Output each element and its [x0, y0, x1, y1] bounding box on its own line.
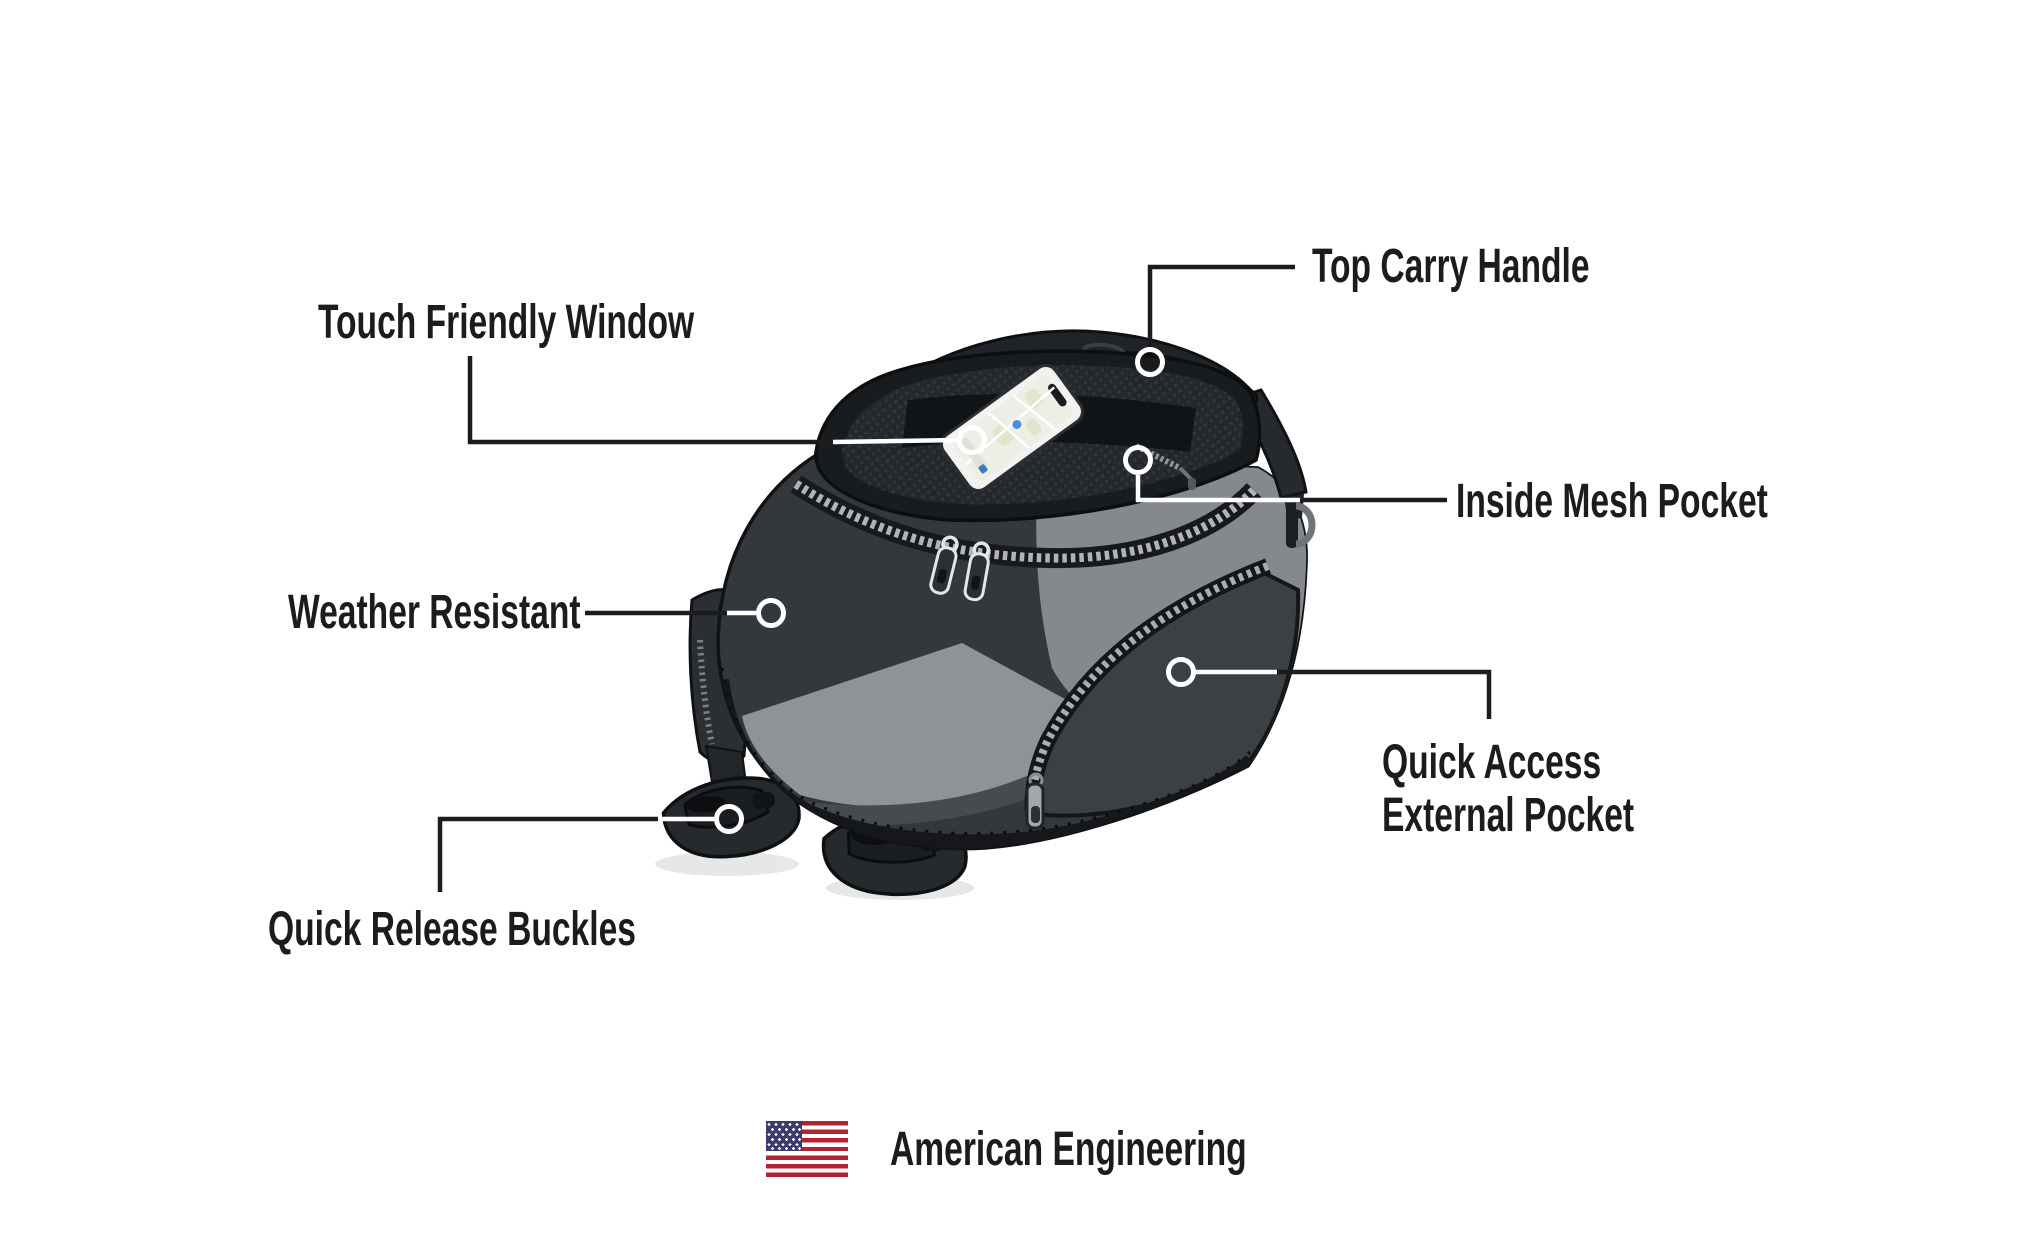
label-text: Weather Resistant — [288, 586, 581, 639]
label-weather-resistant: Weather Resistant — [288, 587, 581, 639]
main-zipper-teeth — [793, 480, 1258, 563]
callout-line-top-carry-handle — [1147, 264, 1295, 349]
label-quick-release-buckles: Quick Release Buckles — [268, 904, 636, 956]
callout-point-top-carry-handle — [1135, 347, 1165, 377]
label-top-carry-handle: Top Carry Handle — [1312, 241, 1590, 293]
callout-line-quick-access — [1277, 669, 1492, 719]
label-text: Quick Release Buckles — [268, 903, 636, 956]
label-text: Inside Mesh Pocket — [1456, 475, 1768, 528]
zipper-pull-left — [929, 535, 959, 595]
callout-point-buckles — [714, 804, 744, 834]
bag-bottom-highlight — [742, 643, 1078, 808]
buckle-shadow — [655, 852, 799, 876]
pocket-zipper-teeth — [1028, 562, 1270, 819]
callout-point-quick-access — [1166, 657, 1196, 687]
label-text: Touch Friendly Window — [318, 296, 695, 349]
label-text: Top Carry Handle — [1312, 240, 1590, 293]
callout-lines-white — [658, 437, 1300, 822]
label-touch-friendly-window: Touch Friendly Window — [318, 297, 694, 349]
callout-circles — [714, 347, 1196, 834]
callout-line-buckles — [437, 816, 658, 892]
bottom-stitching — [720, 667, 1252, 835]
d-ring — [1286, 502, 1316, 548]
label-quick-access-external-pocket: Quick Access External Pocket — [1382, 736, 1634, 842]
pocket-zipper-pull — [1025, 772, 1045, 830]
zipper-pull-right — [963, 541, 991, 602]
callout-point-inside-mesh — [1123, 445, 1153, 475]
footer-caption-text: American Engineering — [890, 1123, 1247, 1176]
callout-point-touch-window — [957, 425, 987, 455]
callout-lines — [437, 264, 1492, 892]
footer-caption: American Engineering — [890, 1124, 1247, 1176]
callout-line-touch-window — [467, 356, 833, 445]
phone — [940, 364, 1084, 492]
callout-point-weather — [756, 598, 786, 628]
label-text-line1: Quick Access — [1382, 736, 1602, 789]
label-inside-mesh-pocket: Inside Mesh Pocket — [1456, 476, 1768, 528]
us-flag-icon — [766, 1121, 848, 1177]
label-text-line2: External Pocket — [1382, 789, 1635, 842]
main-zipper — [790, 475, 1262, 569]
